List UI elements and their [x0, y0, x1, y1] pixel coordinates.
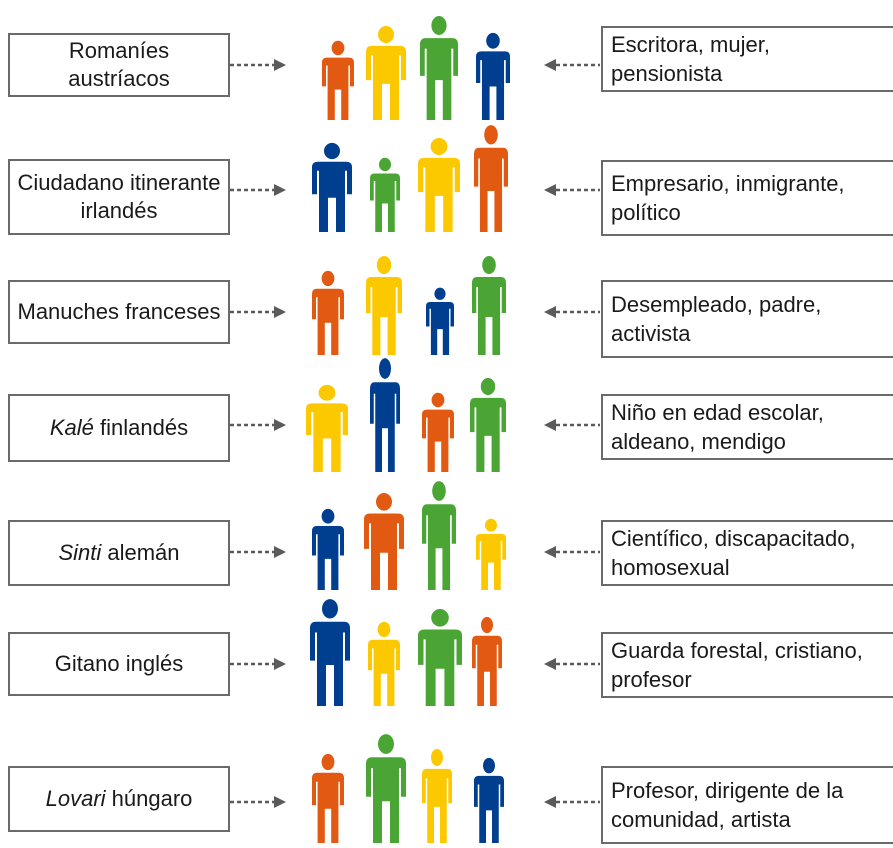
- identity-attributes-line: Escritora, mujer,: [611, 32, 770, 57]
- person-blue-icon: [474, 757, 504, 848]
- arrow-left-icon: [544, 305, 600, 319]
- person-orange-icon: [474, 124, 508, 237]
- person-green-icon: [418, 608, 462, 711]
- person-orange-icon: [422, 392, 454, 477]
- identity-attributes-line: Profesor, dirigente de la: [611, 778, 844, 803]
- group-label-text: Romaníes austríacos: [68, 38, 170, 91]
- person-orange-icon: [322, 40, 354, 125]
- group-label-box: Lovari húngaro: [8, 766, 230, 832]
- person-yellow-icon: [418, 137, 460, 237]
- group-label-text: alemán: [101, 540, 180, 565]
- person-blue-icon: [476, 32, 510, 125]
- arrow-right-icon: [230, 657, 286, 671]
- identity-attributes-box: Guarda forestal, cristiano, profesor: [601, 632, 893, 698]
- person-yellow-icon: [306, 384, 348, 477]
- group-label-italic: Lovari: [45, 786, 106, 811]
- person-green-icon: [420, 15, 458, 125]
- identity-attributes-box: Empresario, inmigrante, político: [601, 160, 893, 236]
- group-label-text: finlandés: [93, 415, 189, 440]
- person-blue-icon: [370, 357, 400, 477]
- group-label: Sinti alemán: [58, 539, 179, 567]
- identity-attributes-line: político: [611, 200, 681, 225]
- arrow-left-icon: [544, 58, 600, 72]
- person-blue-icon: [312, 508, 344, 595]
- group-label: Lovari húngaro: [46, 785, 193, 813]
- group-label: Ciudadano itinerante irlandés: [16, 169, 222, 225]
- identity-attributes-line: Niño en edad escolar,: [611, 400, 824, 425]
- arrow-right-icon: [230, 183, 286, 197]
- group-label-box: Ciudadano itinerante irlandés: [8, 159, 230, 235]
- person-blue-icon: [310, 598, 350, 711]
- person-green-icon: [366, 733, 406, 848]
- person-yellow-icon: [368, 621, 400, 711]
- group-label-box: Manuches franceses: [8, 280, 230, 344]
- identity-attributes-line: comunidad, artista: [611, 807, 791, 832]
- arrow-left-icon: [544, 183, 600, 197]
- group-label-text: Manuches franceses: [17, 299, 221, 324]
- person-yellow-icon: [366, 255, 402, 360]
- identity-attributes-box: Profesor, dirigente de la comunidad, arti…: [601, 766, 893, 844]
- group-label-text: Ciudadano itinerante irlandés: [17, 170, 221, 223]
- person-yellow-icon: [422, 748, 452, 848]
- identity-attributes-line: pensionista: [611, 61, 723, 86]
- person-green-icon: [472, 255, 506, 360]
- person-orange-icon: [364, 492, 404, 595]
- group-label: Gitano inglés: [55, 650, 183, 678]
- group-label-italic: Kalé: [49, 415, 94, 440]
- person-blue-icon: [312, 142, 352, 237]
- identity-attributes-line: profesor: [611, 667, 692, 692]
- person-yellow-icon: [476, 518, 506, 595]
- group-label: Kalé finlandés: [50, 414, 188, 442]
- identity-attributes-line: Empresario, inmigrante,: [611, 171, 845, 196]
- arrow-left-icon: [544, 657, 600, 671]
- identity-attributes-line: Científico, discapacitado,: [611, 526, 856, 551]
- arrow-right-icon: [230, 305, 286, 319]
- person-blue-icon: [426, 287, 454, 360]
- identity-attributes-line: aldeano, mendigo: [611, 429, 786, 454]
- person-green-icon: [422, 480, 456, 595]
- arrow-right-icon: [230, 545, 286, 559]
- person-orange-icon: [472, 616, 502, 711]
- group-label: Manuches franceses: [18, 298, 221, 326]
- arrow-right-icon: [230, 418, 286, 432]
- identity-attributes-box: Científico, discapacitado, homosexual: [601, 520, 893, 586]
- identity-attributes-box: Niño en edad escolar, aldeano, mendigo: [601, 394, 893, 460]
- identity-attributes-box: Desempleado, padre, activista: [601, 280, 893, 358]
- group-label-italic: Sinti: [58, 540, 102, 565]
- arrow-right-icon: [230, 795, 286, 809]
- person-orange-icon: [312, 753, 344, 848]
- group-label-box: Kalé finlandés: [8, 394, 230, 462]
- group-label-box: Sinti alemán: [8, 520, 230, 586]
- identity-attributes-line: Desempleado, padre,: [611, 292, 822, 317]
- person-green-icon: [470, 377, 506, 477]
- arrow-right-icon: [230, 58, 286, 72]
- group-label-text: Gitano inglés: [54, 651, 184, 676]
- identity-attributes-line: Guarda forestal, cristiano,: [611, 638, 863, 663]
- arrow-left-icon: [544, 545, 600, 559]
- person-yellow-icon: [366, 25, 406, 125]
- arrow-left-icon: [544, 418, 600, 432]
- identity-attributes-box: Escritora, mujer, pensionista: [601, 26, 893, 92]
- identity-attributes-line: activista: [611, 321, 691, 346]
- person-orange-icon: [312, 270, 344, 360]
- identity-attributes-line: homosexual: [611, 555, 730, 580]
- group-label-text: húngaro: [105, 786, 193, 811]
- group-label-box: Gitano inglés: [8, 632, 230, 696]
- person-green-icon: [370, 157, 400, 237]
- arrow-left-icon: [544, 795, 600, 809]
- group-label-box: Romaníes austríacos: [8, 33, 230, 97]
- group-label: Romaníes austríacos: [16, 37, 222, 93]
